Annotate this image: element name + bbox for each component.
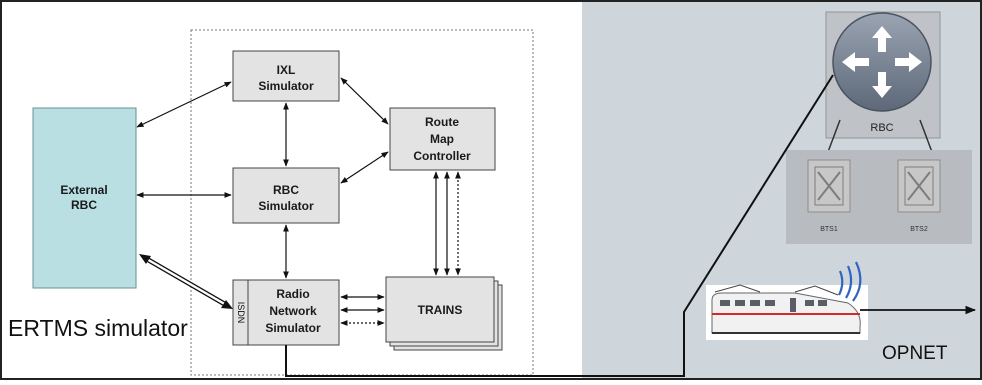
bts1-node: BTS1 (807, 159, 851, 233)
isdn-label: ISDN (236, 302, 246, 324)
route-map-controller-block: Route Map Controller (389, 107, 496, 171)
ertms-caption: ERTMS simulator (8, 315, 188, 341)
route-map-line-1: Route (425, 115, 459, 129)
link-router-bts2 (919, 119, 933, 153)
bts2-icon (907, 171, 931, 201)
arrow-extrbc-ixl (136, 81, 232, 128)
route-map-line-3: Controller (413, 149, 471, 163)
trains-label: TRAINS (418, 303, 463, 317)
arrow-ixl-route (340, 77, 389, 125)
rbc-simulator-block: RBC Simulator (232, 167, 340, 224)
route-map-line-2: Map (430, 132, 454, 146)
arrow-rbcsim-route (340, 151, 389, 184)
link-router-bts1 (827, 119, 841, 153)
train-image (706, 284, 868, 340)
bts1-label: BTS1 (820, 226, 838, 233)
radio-line-3: Simulator (265, 321, 321, 335)
ixl-simulator-block: IXL Simulator (232, 50, 340, 102)
router-label: RBC (870, 122, 893, 134)
signal-waves-icon (838, 261, 862, 302)
rbc-sim-line-1: RBC (273, 183, 299, 197)
isdn-link (139, 254, 233, 309)
bts2-node: BTS2 (897, 159, 941, 233)
radio-line-2: Network (269, 304, 317, 318)
radio-opnet-link (285, 74, 834, 377)
opnet-caption: OPNET (882, 343, 948, 364)
radio-line-1: Radio (276, 287, 309, 301)
trains-block: TRAINS (385, 276, 503, 351)
external-rbc-line-2: RBC (71, 198, 97, 212)
connectors (136, 77, 461, 326)
rbc-router-node: RBC (825, 11, 941, 139)
radio-network-simulator-block: ISDN Radio Network Simulator (232, 279, 340, 346)
router-icon (832, 12, 932, 112)
external-rbc-block: External RBC (32, 107, 137, 289)
isdn-strip (232, 279, 249, 346)
bts2-label: BTS2 (910, 226, 928, 233)
ixl-line-2: Simulator (258, 79, 314, 93)
external-rbc-line-1: External (60, 183, 107, 197)
ixl-line-1: IXL (277, 63, 296, 77)
router-arrows-icon (842, 26, 922, 98)
rbc-sim-line-2: Simulator (258, 199, 314, 213)
bts1-icon (817, 171, 841, 201)
